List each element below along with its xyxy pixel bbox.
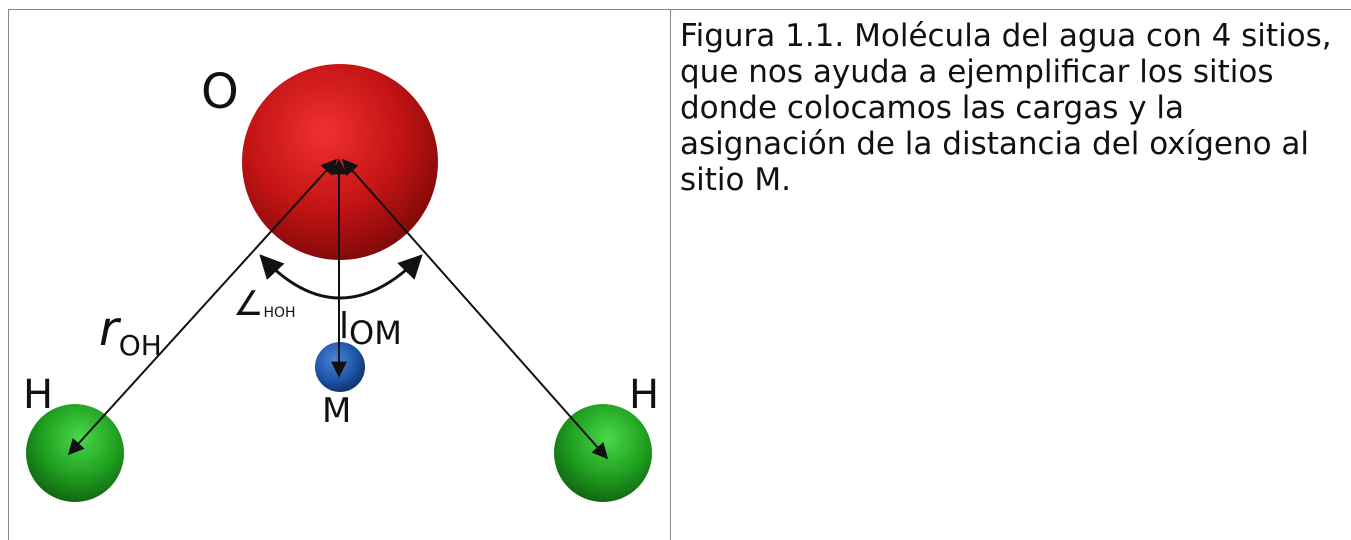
l-om-label: lOM bbox=[339, 306, 402, 352]
l-symbol: l bbox=[339, 306, 349, 347]
r-oh-left-arrow bbox=[67, 158, 338, 456]
hydrogen-atom-left bbox=[26, 404, 124, 502]
hoh-angle-arc bbox=[259, 254, 423, 300]
r-subscript: OH bbox=[119, 329, 162, 362]
hydrogen-left-label: H bbox=[23, 372, 53, 418]
r-oh-right-arrow bbox=[341, 158, 609, 460]
r-oh-label: rOH bbox=[99, 301, 162, 362]
angle-symbol: ∠ bbox=[233, 284, 263, 324]
hoh-angle-label: ∠HOH bbox=[233, 284, 296, 324]
table-top-border bbox=[671, 9, 1351, 10]
r-symbol: r bbox=[99, 301, 122, 357]
m-site-label: M bbox=[322, 391, 351, 431]
angle-subscript: HOH bbox=[263, 305, 295, 321]
figure-frame bbox=[8, 9, 671, 540]
water-molecule-diagram: O H H M rOH lOM ∠HOH bbox=[23, 64, 659, 502]
hydrogen-right-label: H bbox=[629, 372, 659, 418]
figure-caption: Figura 1.1. Molécula del agua con 4 siti… bbox=[680, 18, 1332, 198]
oxygen-label: O bbox=[201, 64, 239, 120]
l-subscript: OM bbox=[349, 314, 402, 352]
